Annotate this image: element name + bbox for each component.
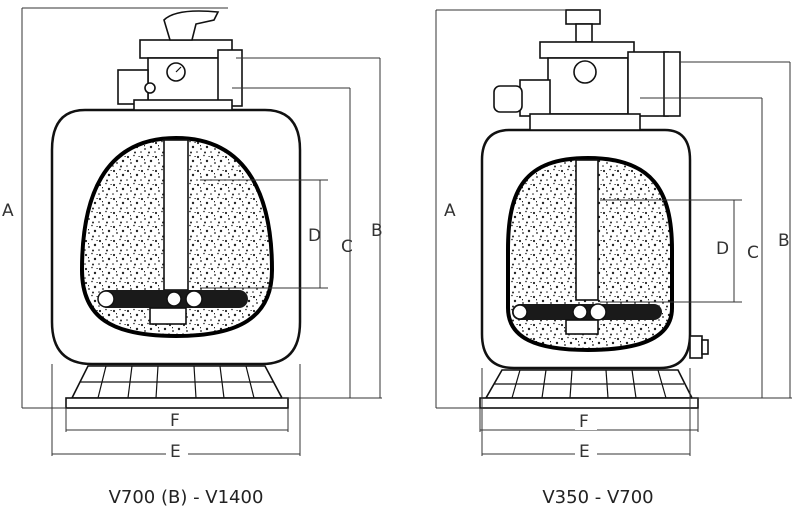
dim-label-b-left: B [371,221,383,241]
dim-label-f-left: F [170,411,180,431]
dimensions-left [21,7,382,456]
dim-label-f-right: F [579,412,589,432]
drain-plug-right [689,335,709,359]
dim-label-b-right: B [778,231,790,251]
base-stand-right [479,369,699,409]
multiport-valve-left [117,10,243,111]
dim-label-a-right: A [444,201,456,221]
caption-right: V350 - V700 [542,487,653,508]
dim-label-d-left: D [308,226,321,246]
filter-left: A D C B F E V700 (B) - V1400 [2,7,383,508]
center-pipe-left [163,139,189,291]
dim-label-e-right: E [579,442,590,462]
laterals-left [97,290,248,325]
dim-label-e-left: E [170,442,181,462]
laterals-right [512,303,662,335]
dim-label-c-right: C [747,243,759,263]
filter-right: A D C B F E V350 - V700 [435,9,792,508]
center-pipe-right [575,159,599,301]
multiport-valve-right [493,9,681,131]
dimensions-right [435,9,792,456]
dim-label-a-left: A [2,201,14,221]
base-stand-left [65,365,289,409]
dim-label-c-left: C [341,237,353,257]
dim-label-d-right: D [716,239,729,259]
caption-left: V700 (B) - V1400 [109,487,264,508]
